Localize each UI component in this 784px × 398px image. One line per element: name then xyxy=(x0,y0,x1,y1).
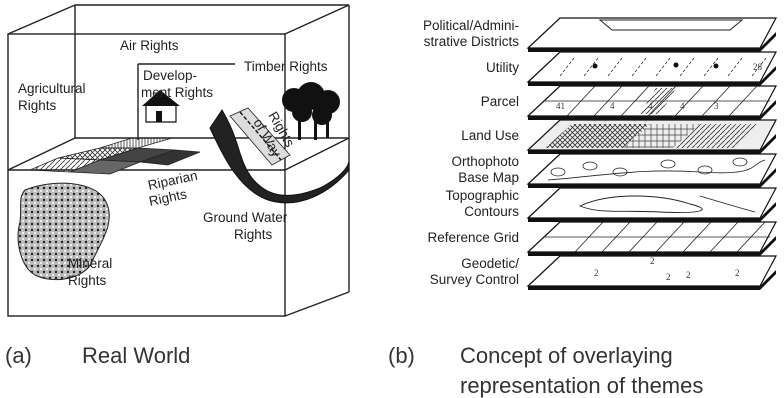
ortho-feature-2 xyxy=(582,161,598,171)
ground-water-rights-label-1: Ground Water xyxy=(203,210,288,225)
layer-stack: 2 2 2 2 2 41 4 4 4 3 28 xyxy=(526,17,777,290)
parcel-number: 41 xyxy=(556,101,565,111)
mineral-deposit xyxy=(17,182,110,281)
ortho-feature-1 xyxy=(550,167,566,177)
layer-sheet-1 xyxy=(526,17,777,52)
agricultural-fields xyxy=(29,137,201,175)
ortho-feature-3 xyxy=(612,167,628,177)
layer-sheet-6 xyxy=(526,187,777,222)
layer-label-3: Parcel xyxy=(481,94,519,109)
air-rights-label: Air Rights xyxy=(120,38,179,53)
development-rights-label-1: Develop- xyxy=(143,68,197,83)
utility-node-2 xyxy=(673,62,679,68)
utility-node-1 xyxy=(592,63,598,69)
control-point: 2 xyxy=(650,256,655,266)
layer-stack-panel: 2 2 2 2 2 41 4 4 4 3 28 Political/Admini-strative … xyxy=(388,17,777,398)
parcel-number: 3 xyxy=(714,101,719,111)
utility-number: 28 xyxy=(753,62,763,72)
caption-b-letter: (b) xyxy=(388,343,415,368)
caption-b-line2: representation of themes xyxy=(460,373,703,398)
caption-a-text: Real World xyxy=(82,343,190,368)
layer-label-5: Orthophoto xyxy=(451,154,519,169)
layer-labels: Political/Admini-strative DistrictsUtili… xyxy=(423,18,519,287)
house-icon xyxy=(142,90,180,123)
control-point: 2 xyxy=(686,270,691,280)
layer-sheet-8: 2 2 2 2 2 xyxy=(526,255,777,290)
caption-a-letter: (a) xyxy=(5,343,32,368)
layer-label-6: Topographic xyxy=(445,188,519,203)
layer-label-8: Geodetic/ xyxy=(461,256,519,271)
development-rights-label-2: ment Rights xyxy=(141,85,213,100)
river-channel xyxy=(209,109,350,204)
layer-label-1-line2: strative Districts xyxy=(424,34,520,49)
control-point: 2 xyxy=(735,268,740,278)
layer-label-7: Reference Grid xyxy=(427,230,519,245)
layer-label-8-line2: Survey Control xyxy=(430,272,519,287)
real-world-panel: Air Rights Agricultural Rights Develop- … xyxy=(5,4,350,368)
ground-water-rights-label-2: Rights xyxy=(234,227,273,242)
parcel-number: 4 xyxy=(648,101,653,111)
utility-node-3 xyxy=(713,63,719,69)
trees-icon xyxy=(282,82,340,140)
mineral-rights-label-2: Rights xyxy=(68,273,107,288)
right-of-way-road xyxy=(229,107,291,166)
layer-sheet-5 xyxy=(526,153,777,188)
parcel-number: 4 xyxy=(680,101,685,111)
layer-label-4: Land Use xyxy=(461,128,519,143)
agricultural-rights-label-1: Agricultural xyxy=(18,81,86,96)
agricultural-rights-label-2: Rights xyxy=(18,98,57,113)
control-point: 2 xyxy=(666,272,671,282)
timber-rights-label: Timber Rights xyxy=(244,59,328,74)
layer-sheet-3: 41 4 4 4 3 xyxy=(526,85,777,120)
ortho-feature-6 xyxy=(732,157,748,167)
parcel-number: 4 xyxy=(610,101,615,111)
layer-label-1: Political/Admini- xyxy=(423,18,519,33)
layer-label-6-line2: Contours xyxy=(464,204,519,219)
layer-label-2: Utility xyxy=(486,60,519,75)
layer-sheet-4 xyxy=(526,119,777,154)
caption-b-line1: Concept of overlaying xyxy=(460,343,673,368)
layer-sheet-2: 28 xyxy=(526,51,777,86)
ortho-feature-4 xyxy=(660,159,676,169)
control-point: 2 xyxy=(594,268,599,278)
layer-sheet-7 xyxy=(526,221,777,256)
mineral-rights-label-1: Mineral xyxy=(68,256,112,271)
layer-label-5-line2: Base Map xyxy=(458,170,519,185)
